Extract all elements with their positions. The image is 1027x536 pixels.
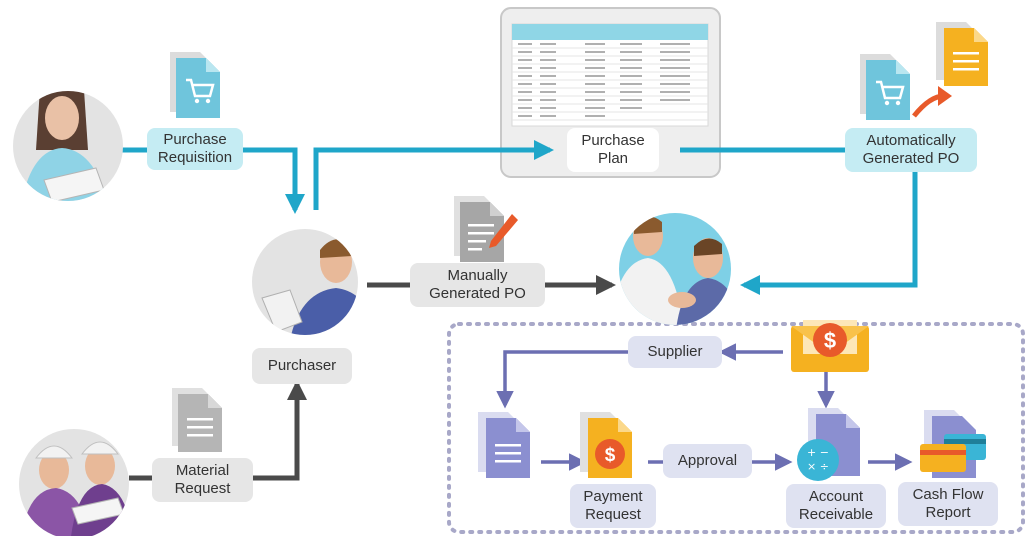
material-request-to-purchaser-arrow xyxy=(253,380,307,481)
document-icon xyxy=(478,412,530,478)
payment-request-line1: Payment xyxy=(583,488,643,505)
workers-avatar xyxy=(19,429,129,536)
purchase-requisition-line1: Purchase xyxy=(163,131,227,148)
dark-flow-lines xyxy=(129,275,616,481)
svg-text:$: $ xyxy=(824,328,836,353)
svg-text:+ −: + − xyxy=(807,446,829,459)
supplier-to-invoice-arrow xyxy=(496,350,628,409)
payment-region-border xyxy=(447,322,1025,534)
purchaser-label-text: Purchaser xyxy=(267,357,337,374)
material-request-line2: Request xyxy=(174,480,231,497)
teal-flow-lines xyxy=(122,140,918,295)
document-icon xyxy=(172,388,222,452)
purchase-plan-line2: Plan xyxy=(597,150,629,167)
supplier-handshake-avatar xyxy=(619,213,731,325)
supplier-label-text: Supplier xyxy=(647,343,703,360)
account-receivable-label: Account Receivable xyxy=(786,484,886,528)
manual-po-line2: Generated PO xyxy=(429,285,526,302)
purchase-plan-label: Purchase Plan xyxy=(567,128,659,172)
edit-document-icon xyxy=(454,196,518,262)
purchaser-avatar xyxy=(252,229,358,335)
approval-label-text: Approval xyxy=(677,452,738,469)
cash-flow-report-line1: Cash Flow xyxy=(912,486,984,503)
svg-text:× ÷: × ÷ xyxy=(807,460,829,473)
approval-label: Approval xyxy=(663,444,752,478)
auto-po-line1: Automatically xyxy=(866,132,956,149)
auto-po-to-supplier-arrow xyxy=(740,170,918,295)
account-receivable-line1: Account xyxy=(808,488,864,505)
material-request-line1: Material xyxy=(175,462,230,479)
svg-text:$: $ xyxy=(605,445,616,466)
manual-po-label: Manually Generated PO xyxy=(410,263,545,307)
account-receivable-line2: Receivable xyxy=(798,506,874,523)
generate-arrowhead-icon xyxy=(938,86,952,106)
auto-po-label: Automatically Generated PO xyxy=(845,128,977,172)
purchase-plan-panel xyxy=(500,7,721,178)
cart-document-icon xyxy=(170,52,220,118)
purchase-requisition-line2: Requisition xyxy=(157,149,233,166)
calculator-document-icon: + − × ÷ xyxy=(797,408,860,481)
purchaser-to-plan-arrow xyxy=(313,140,554,210)
purchase-plan-line1: Purchase xyxy=(581,132,645,149)
purchaser-label: Purchaser xyxy=(252,348,352,384)
auto-po-line2: Generated PO xyxy=(862,150,960,167)
cart-document-icon xyxy=(860,54,910,120)
cash-flow-report-label: Cash Flow Report xyxy=(898,482,998,526)
credit-card-document-icon xyxy=(920,410,986,478)
payment-request-label: Payment Request xyxy=(570,484,656,528)
document-icon xyxy=(936,22,988,86)
cash-flow-report-line2: Report xyxy=(925,504,971,521)
supplier-label: Supplier xyxy=(628,336,722,368)
dollar-envelope-icon: $ xyxy=(791,320,869,372)
purchase-requisition-label: Purchase Requisition xyxy=(147,128,243,170)
requisition-to-purchaser-arrow xyxy=(243,147,305,214)
payment-request-line2: Request xyxy=(585,506,641,523)
requestor-avatar xyxy=(13,91,123,201)
material-request-label: Material Request xyxy=(152,458,253,502)
manual-po-line1: Manually xyxy=(447,267,508,284)
purple-flow-lines xyxy=(496,343,913,471)
dollar-document-icon: $ xyxy=(580,412,632,478)
